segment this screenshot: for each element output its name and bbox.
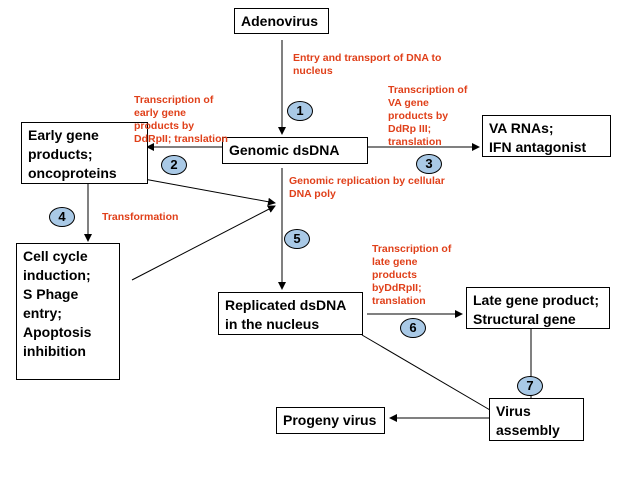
step-badge-1: 1 (287, 101, 313, 121)
virus-assembly-box: Virus assembly (489, 398, 584, 441)
step-badge-3: 3 (416, 154, 442, 174)
late-transcription-label: Transcription of late gene products byDd… (372, 243, 452, 307)
adenovirus-box: Adenovirus (234, 8, 329, 34)
step-badge-6: 6 (400, 318, 426, 338)
entry-label: Entry and transport of DNA to nucleus (293, 52, 442, 77)
transformation-label: Transformation (102, 211, 179, 223)
cell-cycle-box: Cell cycle induction; S Phage entry; Apo… (16, 243, 120, 380)
early-transcription-label: Transcription of early gene products by … (134, 94, 228, 145)
late-gene-product-box: Late gene product; Structural gene (466, 287, 610, 329)
step-badge-2: 2 (161, 155, 187, 175)
va-transcription-label: Transcription of VA gene products by DdR… (388, 84, 468, 148)
step-badge-7: 7 (517, 376, 543, 396)
step-badge-4: 4 (49, 207, 75, 227)
line-replicated-to-assembly (361, 334, 491, 411)
progeny-virus-box: Progeny virus (276, 407, 385, 434)
replicated-dsdna-box: Replicated dsDNA in the nucleus (218, 292, 363, 335)
arrow-cellcycle-to-center (131, 205, 276, 281)
replication-label: Genomic replication by cellular DNA poly (289, 175, 445, 200)
va-rnas-box: VA RNAs; IFN antagonist (482, 115, 611, 157)
genomic-dsdna-box: Genomic dsDNA (222, 137, 368, 164)
early-gene-products-box: Early gene products; oncoproteins (21, 122, 148, 184)
arrow-early-to-center (132, 176, 276, 206)
step-badge-5: 5 (284, 229, 310, 249)
